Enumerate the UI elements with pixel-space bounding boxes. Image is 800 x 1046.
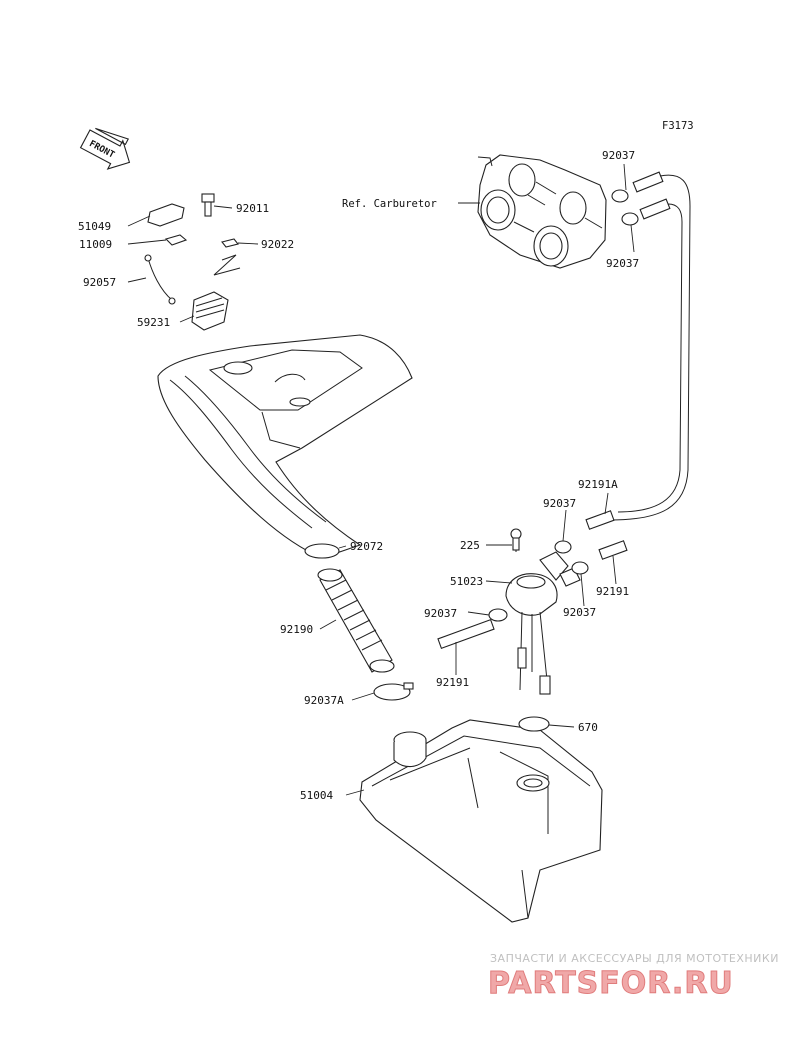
valve-hoses [437, 510, 628, 649]
part-label-92037-mid1: 92037 [543, 497, 576, 510]
part-label-92072: 92072 [350, 540, 383, 553]
leader-lines [127, 163, 635, 796]
watermark-tagline: ЗАПЧАСТИ И АКСЕССУАРЫ ДЛЯ МОТОТЕХНИКИ [490, 952, 779, 965]
part-label-92037A: 92037A [304, 694, 344, 707]
clamp-92072-shape [304, 543, 340, 559]
part-label-59231: 59231 [137, 316, 170, 329]
part-label-92037-mid2: 92037 [563, 606, 596, 619]
part-label-92011: 92011 [236, 202, 269, 215]
part-label-51049: 51049 [78, 220, 111, 233]
part-label-92022: 92022 [261, 238, 294, 251]
part-label-11009: 11009 [79, 238, 112, 251]
part-label-92190: 92190 [280, 623, 313, 636]
part-label-670: 670 [578, 721, 598, 734]
carburetor-drawing [477, 154, 607, 269]
watermark-brand: PARTSFOR.RU [488, 966, 734, 1001]
part-label-92037-top1: 92037 [602, 149, 635, 162]
part-label-92037-mid3: 92037 [424, 607, 457, 620]
part-label-92191-right: 92191 [596, 585, 629, 598]
upper-hose-fittings [609, 171, 691, 521]
part-label-92057: 92057 [83, 276, 116, 289]
clamp-92037A-shape [373, 682, 414, 701]
o-ring-670-shape [518, 716, 550, 732]
front-arrow-icon: FRONT [79, 127, 131, 170]
fuel-tank-drawing [359, 719, 603, 923]
part-label-225: 225 [460, 539, 480, 552]
figure-code: F3173 [662, 120, 694, 132]
part-label-51004: 51004 [300, 789, 333, 802]
fuel-valve-drawing [505, 528, 581, 695]
part-label-92191-left: 92191 [436, 676, 469, 689]
filler-cap-parts [144, 193, 241, 331]
filler-hose-drawing [317, 568, 395, 673]
part-label-51023: 51023 [450, 575, 483, 588]
part-label-92037-top2: 92037 [606, 257, 639, 270]
hull-deck-drawing [157, 334, 413, 559]
ref-carburetor-label: Ref. Carburetor [342, 198, 437, 210]
part-label-92191A: 92191A [578, 478, 618, 491]
